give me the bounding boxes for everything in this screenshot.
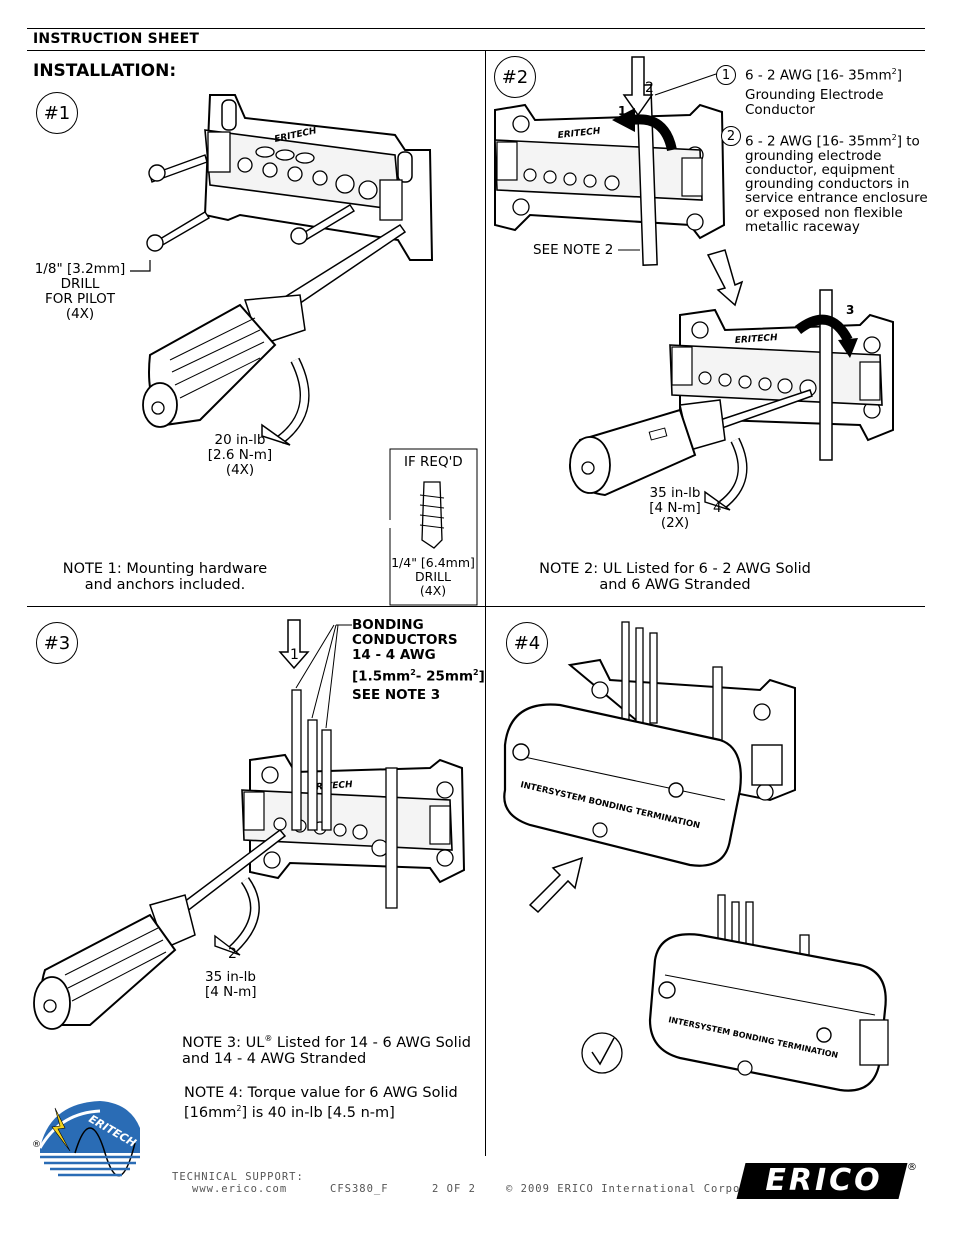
panel1-torque-label: 20 in-lb[2.6 N-m](4X) (207, 432, 273, 478)
eritech-logo: ERITECH (38, 1101, 140, 1177)
step-mark-1: 1 (618, 104, 627, 118)
step-2-badge: #2 (494, 56, 536, 98)
note-4: NOTE 4: Torque value for 6 AWG Solid [16… (184, 1085, 458, 1121)
document-header: INSTRUCTION SHEET (33, 31, 200, 47)
plate3-brand-text: ERITECH (735, 333, 779, 346)
step3-mark-2: 2 (228, 946, 237, 962)
callout-2-text: 6 - 2 AWG [16- 35mm2] to grounding elect… (745, 133, 928, 235)
panel-divider-horizontal (27, 606, 925, 607)
panel3-torque-label: 35 in-lb[4 N-m] (205, 969, 257, 1000)
document-code: CFS380_F (330, 1183, 389, 1195)
plate2-brand-text: ERITECH (557, 127, 601, 141)
panel-divider-vertical (485, 50, 486, 1156)
pilot-drill-label: 1/8" [3.2mm]DRILL FOR PILOT(4X) (34, 261, 126, 322)
step3-mark-1: 1 (290, 647, 299, 663)
step-mark-3: 3 (846, 303, 855, 317)
panel2-illustration: ERITECH ERITECH (494, 56, 894, 511)
website-link[interactable]: www.erico.com (192, 1183, 288, 1195)
note-3: NOTE 3: UL® Listed for 14 - 6 AWG Solid … (182, 1034, 471, 1067)
panel2-torque-label: 35 in-lb[4 N-m](2X) (649, 485, 701, 531)
see-note-2-label: SEE NOTE 2 (533, 242, 614, 258)
eritech-reg-mark: ® (32, 1140, 41, 1150)
step-mark-2: 2 (645, 80, 654, 96)
copyright-symbol: © (506, 1183, 514, 1195)
if-required-label: IF REQ'D (404, 454, 463, 470)
anchor-drill-label: 1/4" [6.4mm]DRILL(4X) (391, 555, 475, 598)
top-rule (27, 28, 925, 29)
copyright: © 2009 ERICO International Corporation (506, 1183, 785, 1195)
erico-logo: ERICO (765, 1163, 883, 1198)
step-4-badge: #4 (506, 622, 548, 664)
step-3-badge: #3 (36, 622, 78, 664)
panel1-illustration: ERITECH (130, 94, 478, 606)
callout-1-text: 6 - 2 AWG [16- 35mm2] Grounding Electrod… (745, 67, 902, 118)
callout-2: 2 (721, 126, 741, 146)
technical-support-label: TECHNICAL SUPPORT: (172, 1171, 304, 1183)
step-mark-4: 4 (713, 500, 722, 516)
erico-reg-mark: ® (907, 1162, 917, 1173)
step-1-badge: #1 (36, 92, 78, 134)
page-number: 2 OF 2 (432, 1183, 476, 1195)
callout-1: 1 (716, 65, 736, 85)
header-rule (27, 50, 925, 51)
page-title: INSTALLATION: (33, 61, 177, 81)
